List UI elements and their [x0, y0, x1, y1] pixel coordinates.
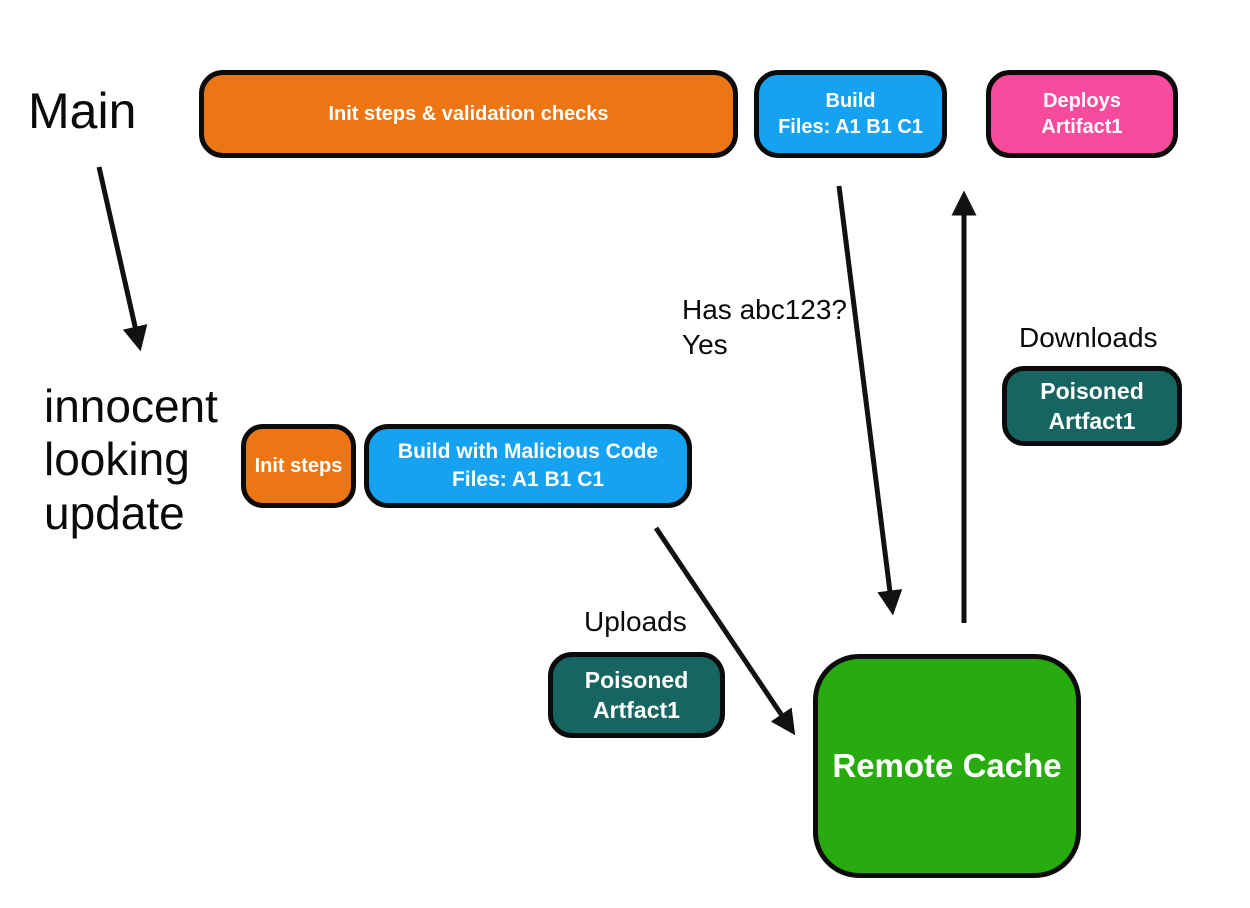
node-build-with-malicious-code: Build with Malicious Code Files: A1 B1 C…: [364, 424, 692, 508]
node-init-steps: Init steps: [241, 424, 356, 508]
node-poisoned-artifact-uploaded: Poisoned Artfact1: [548, 652, 725, 738]
node-poisoned-artifact-downloaded: Poisoned Artfact1: [1002, 366, 1182, 446]
node-build-files: Build Files: A1 B1 C1: [754, 70, 947, 158]
node-deploys-artifact1: Deploys Artifact1: [986, 70, 1178, 158]
main-branch-label: Main: [28, 83, 137, 139]
arrow-build-to-remote-cache: [836, 185, 903, 616]
node-init-steps-validation-checks: Init steps & validation checks: [199, 70, 738, 158]
downloads-label: Downloads: [1019, 322, 1158, 353]
arrow-main-to-innocent-update: [96, 166, 148, 352]
uploads-label: Uploads: [584, 606, 687, 637]
node-remote-cache: Remote Cache: [813, 654, 1081, 878]
has-abc123-label: Has abc123? Yes: [682, 294, 848, 360]
innocent-update-label: innocent looking update: [44, 380, 218, 539]
